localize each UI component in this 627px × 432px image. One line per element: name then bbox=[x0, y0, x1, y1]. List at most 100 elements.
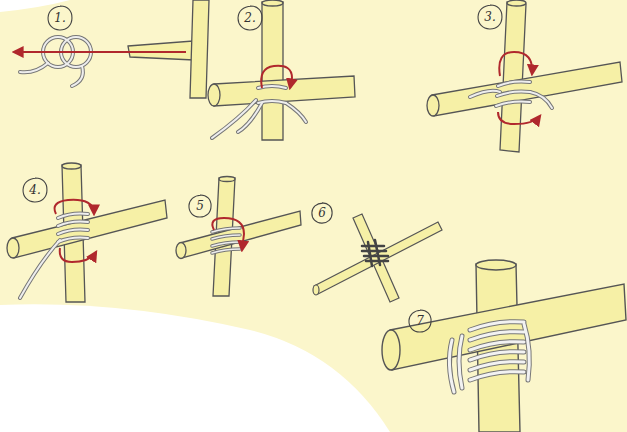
pole bbox=[427, 0, 622, 152]
lashing-rope bbox=[459, 336, 462, 388]
lashing-rope-core bbox=[459, 336, 462, 388]
step-number: 6 bbox=[318, 207, 326, 219]
lashing-rope bbox=[212, 228, 240, 232]
pole bbox=[382, 330, 400, 370]
pole bbox=[476, 260, 516, 270]
direction-arrow bbox=[60, 248, 96, 262]
pole bbox=[500, 2, 526, 152]
clove-hitch-rope-core bbox=[72, 66, 83, 86]
lashing-rope bbox=[58, 238, 88, 243]
pole bbox=[180, 211, 301, 258]
pole bbox=[219, 177, 235, 182]
lashing-rope-core bbox=[212, 100, 256, 138]
pole bbox=[7, 238, 19, 258]
lashing-rope bbox=[58, 230, 88, 235]
direction-arrow bbox=[14, 52, 186, 53]
lashing-rope-core bbox=[286, 103, 306, 122]
lashing-rope bbox=[212, 86, 306, 138]
lashing-rope bbox=[362, 250, 386, 253]
pole bbox=[176, 177, 301, 297]
lashing-rope bbox=[212, 228, 240, 253]
lashing-rope bbox=[470, 332, 524, 340]
lashing-rope-core bbox=[212, 86, 306, 138]
pole bbox=[128, 0, 209, 98]
lashing-rope bbox=[449, 340, 454, 392]
direction-arrow bbox=[261, 66, 292, 88]
pole bbox=[432, 62, 622, 116]
direction-arrow bbox=[55, 200, 97, 262]
lashing-rope bbox=[286, 103, 306, 122]
lashing-rope bbox=[470, 322, 524, 330]
lashing-rope bbox=[362, 240, 388, 266]
lashing-rope bbox=[364, 255, 388, 258]
pole bbox=[12, 200, 167, 258]
direction-arrow bbox=[14, 51, 186, 53]
lashing-rope-core bbox=[212, 249, 240, 253]
callout-circle: 1. bbox=[47, 5, 73, 31]
lashing-rope bbox=[470, 372, 524, 380]
direction-arrow bbox=[212, 218, 244, 250]
lashing-rope bbox=[375, 240, 380, 265]
callout-circle: 2. bbox=[237, 5, 263, 31]
pole bbox=[208, 84, 220, 106]
lashing-rope-core bbox=[470, 362, 524, 370]
step-number: 7 bbox=[416, 315, 424, 327]
circle-outline bbox=[23, 178, 47, 202]
pole bbox=[208, 0, 355, 140]
direction-arrow bbox=[498, 112, 540, 124]
pole bbox=[507, 0, 526, 6]
lashing-rope-core bbox=[470, 322, 524, 330]
lashing-rope-core bbox=[58, 214, 88, 219]
circle-outline bbox=[409, 310, 431, 332]
lashing-rope-core bbox=[212, 228, 240, 253]
pole bbox=[382, 260, 626, 432]
pole bbox=[190, 0, 209, 98]
direction-arrow bbox=[261, 66, 292, 88]
lashing-rope-core bbox=[470, 342, 524, 350]
callout-circle: 6 bbox=[311, 202, 333, 224]
lashing-rope-core bbox=[58, 230, 88, 235]
pole bbox=[427, 95, 439, 116]
lashing-rope-core bbox=[530, 92, 552, 108]
pole bbox=[314, 222, 442, 294]
pole bbox=[62, 163, 81, 169]
direction-arrow bbox=[498, 52, 540, 124]
lashing-rope bbox=[212, 249, 240, 253]
pole bbox=[128, 41, 194, 60]
clove-hitch-rope bbox=[20, 37, 91, 86]
lashing-rope-core bbox=[470, 332, 524, 340]
lashing-rope bbox=[470, 91, 500, 97]
lashing-rope bbox=[470, 342, 524, 350]
lashing-rope bbox=[20, 214, 88, 299]
lashing-rope bbox=[496, 102, 530, 107]
pole bbox=[390, 284, 626, 370]
pole bbox=[313, 285, 319, 295]
pole bbox=[7, 163, 167, 302]
pole bbox=[176, 243, 186, 259]
lashing-rope-core bbox=[470, 91, 500, 97]
lashing-rope-core bbox=[58, 222, 88, 227]
callout-circle: 3. bbox=[477, 4, 503, 30]
circle-outline bbox=[189, 195, 211, 217]
clove-hitch-rope bbox=[20, 63, 48, 72]
lashing-rope bbox=[368, 242, 372, 266]
direction-arrow bbox=[212, 218, 244, 250]
lashing-rope-core bbox=[497, 92, 530, 97]
step-number: 5 bbox=[196, 200, 204, 212]
lashing-rope bbox=[212, 242, 240, 246]
lashing-rope-core bbox=[20, 240, 60, 298]
step-number: 4. bbox=[29, 184, 40, 196]
lashing-rope-core bbox=[470, 352, 524, 360]
lashing-rope bbox=[498, 82, 530, 87]
callout-circle: 4. bbox=[22, 177, 48, 203]
lashing-rope-core bbox=[212, 242, 240, 246]
lashing-rope-core bbox=[496, 102, 530, 107]
lashing-rope bbox=[530, 92, 552, 108]
step-number: 3. bbox=[484, 11, 495, 23]
pole bbox=[214, 76, 355, 106]
lashing-rope-core bbox=[238, 103, 262, 132]
